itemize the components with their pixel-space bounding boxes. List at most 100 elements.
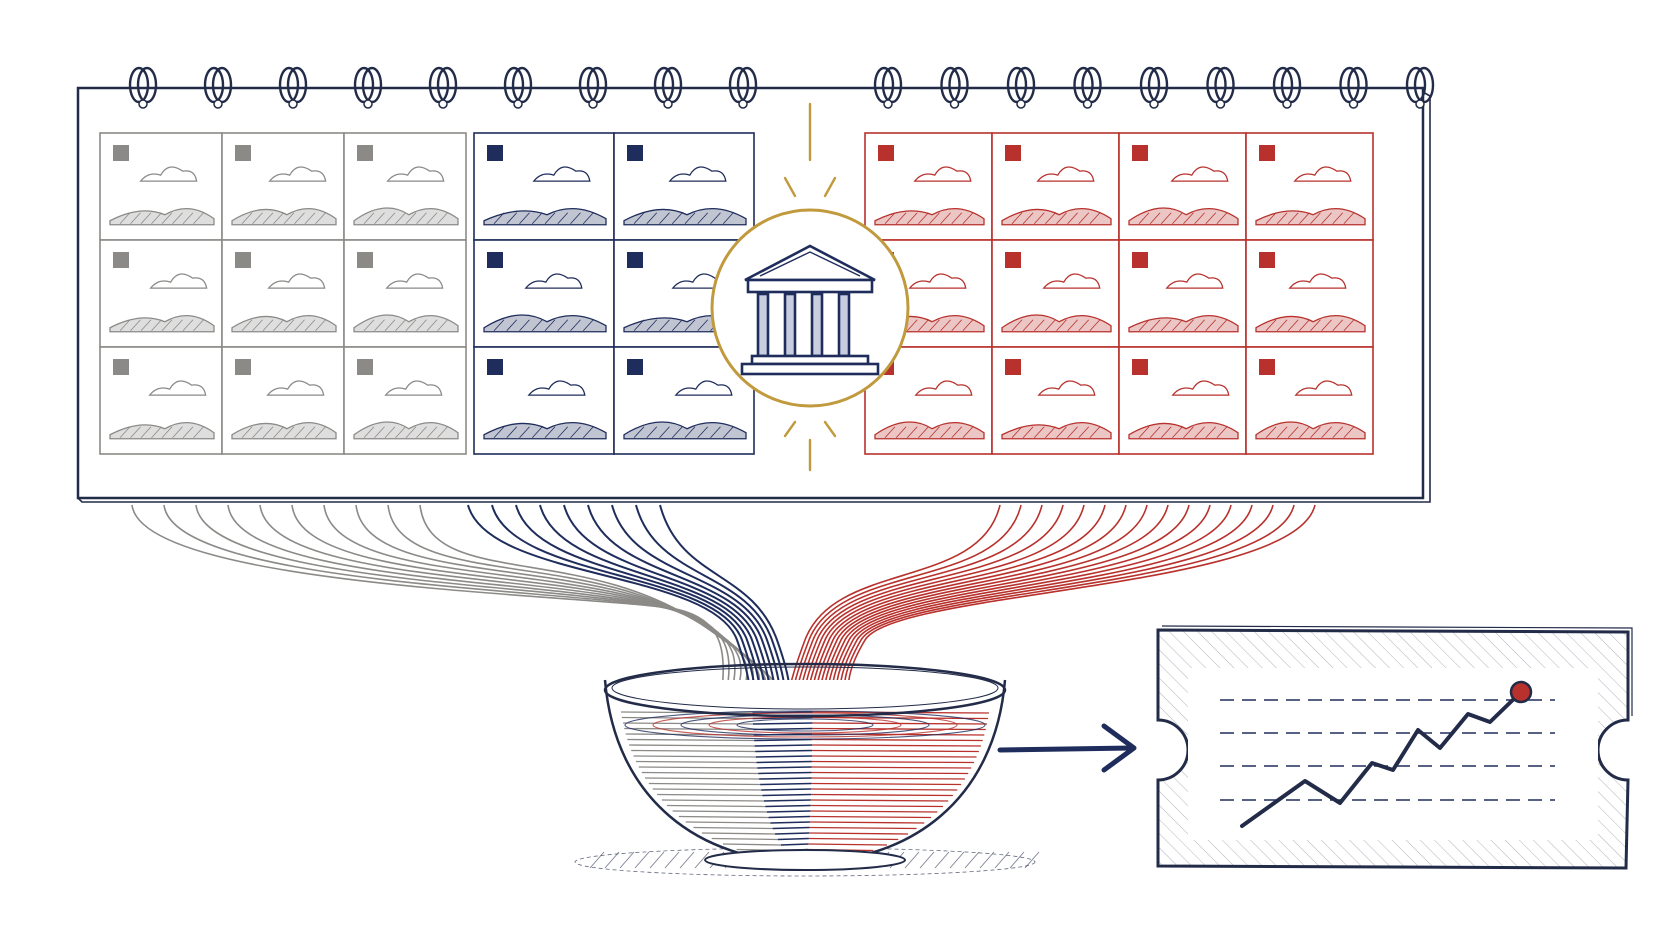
cell-marker — [1005, 145, 1021, 161]
calendar-ring — [1139, 66, 1169, 109]
calendar-ring — [128, 66, 158, 109]
bowl-swirl-red — [812, 744, 981, 747]
bowl-swirl-gray — [621, 711, 753, 714]
emblem-rays — [783, 102, 837, 472]
bowl-swirl-gray — [633, 755, 756, 758]
calendar-ring — [653, 66, 683, 109]
hills-icon — [109, 315, 215, 333]
cloud-icon — [384, 380, 443, 396]
cell-marker — [235, 359, 251, 375]
calendar-cell — [221, 132, 345, 241]
calendar-cell — [221, 346, 345, 455]
bowl-surface-ripple — [736, 718, 874, 732]
calendar-ring — [1206, 66, 1235, 109]
trend-endpoint — [1509, 680, 1533, 704]
bowl-swirl-blue — [780, 843, 809, 846]
bowl-swirl-blue — [758, 771, 812, 775]
calendar-cell — [99, 239, 223, 348]
emblem-ring — [710, 208, 910, 408]
calendar-cell — [991, 239, 1120, 348]
hills-icon — [109, 422, 215, 440]
bowl-swirl-red — [808, 843, 887, 846]
calendar-cell — [864, 346, 993, 455]
calendar-cell — [613, 132, 755, 241]
calendar-cell — [99, 132, 223, 241]
cloud-icon — [524, 273, 583, 289]
calendar-cell — [343, 239, 467, 348]
bowl-swirl-gray — [701, 832, 776, 835]
bowl-swirl-gray — [623, 722, 753, 725]
calendar-ring — [940, 66, 969, 109]
cell-marker — [1132, 252, 1148, 268]
cloud-icon — [266, 380, 325, 396]
hills-icon — [1255, 208, 1366, 226]
bowl-swirl-red — [812, 749, 979, 753]
calendar-ring — [203, 66, 233, 109]
bowl-swirl-red — [809, 821, 925, 824]
hills-icon — [1255, 315, 1366, 333]
cloud-icon — [386, 166, 445, 182]
hills-icon — [1001, 314, 1112, 333]
bowl-swirl-blue — [756, 760, 812, 764]
bowl-rim — [603, 662, 1007, 718]
bowl-swirl-blue — [770, 821, 810, 824]
calendar-cell — [1245, 132, 1374, 241]
cloud-icon — [668, 166, 727, 182]
hills-icon — [1001, 422, 1112, 440]
bowl-swirl-gray — [638, 766, 758, 769]
bowl-swirl-gray — [625, 733, 754, 736]
bowl-swirl-gray — [693, 826, 773, 830]
hills-icon — [874, 421, 985, 440]
flow-line-gray — [195, 504, 736, 726]
cell-marker — [113, 359, 129, 375]
cloud-icon — [268, 166, 327, 182]
calendar-cell — [991, 346, 1120, 455]
cell-marker — [487, 145, 503, 161]
bowl-swirl-gray — [711, 837, 778, 841]
calendar-cell — [1118, 132, 1247, 241]
cell-marker — [235, 145, 251, 161]
bowl-swirl-blue — [752, 722, 813, 725]
bowl-swirl-gray — [627, 738, 755, 742]
hills-icon — [623, 207, 747, 226]
calendar-cell — [343, 346, 467, 455]
bowl-surface-ripple — [624, 710, 986, 740]
calendar-ring — [728, 66, 758, 109]
cell-marker — [1005, 252, 1021, 268]
bowl-swirl-gray — [666, 804, 766, 808]
bowl-surface-ripple — [652, 712, 958, 738]
bowl-swirl-blue — [766, 810, 811, 813]
calendar-cell — [343, 132, 467, 241]
hills-icon — [1128, 207, 1239, 226]
bowl-swirl-gray — [621, 716, 753, 720]
flow-line-gray — [259, 504, 748, 726]
cloud-icon — [148, 380, 207, 396]
calendar-cell — [1245, 239, 1374, 348]
bowl-swirl-red — [811, 777, 965, 780]
bowl-swirl-blue — [755, 755, 813, 758]
cell-marker — [627, 145, 643, 161]
calendar-ring — [1272, 66, 1302, 109]
cloud-icon — [267, 273, 326, 289]
bowl-swirl-blue — [765, 804, 811, 808]
bowl-swirl-red — [810, 815, 932, 819]
hills-icon — [353, 421, 459, 440]
calendar-cell — [1118, 346, 1247, 455]
arrow-right-icon — [997, 723, 1137, 773]
cloud-icon — [914, 380, 973, 396]
calendar-ring — [1405, 66, 1435, 109]
bowl-swirl-blue — [761, 788, 812, 791]
bowl-swirl-blue — [754, 744, 813, 747]
cell-marker — [1259, 145, 1275, 161]
bowl-swirl-red — [809, 826, 917, 830]
calendar-cell — [221, 239, 345, 348]
hills-icon — [231, 422, 337, 440]
hills-icon — [483, 421, 607, 440]
bowl-swirl-blue — [768, 815, 811, 819]
cell-marker — [357, 252, 373, 268]
cloud-icon — [1036, 166, 1095, 182]
cell-marker — [1259, 252, 1275, 268]
cloud-icon — [1171, 380, 1230, 396]
cell-marker — [113, 145, 129, 161]
hills-icon — [231, 208, 337, 226]
